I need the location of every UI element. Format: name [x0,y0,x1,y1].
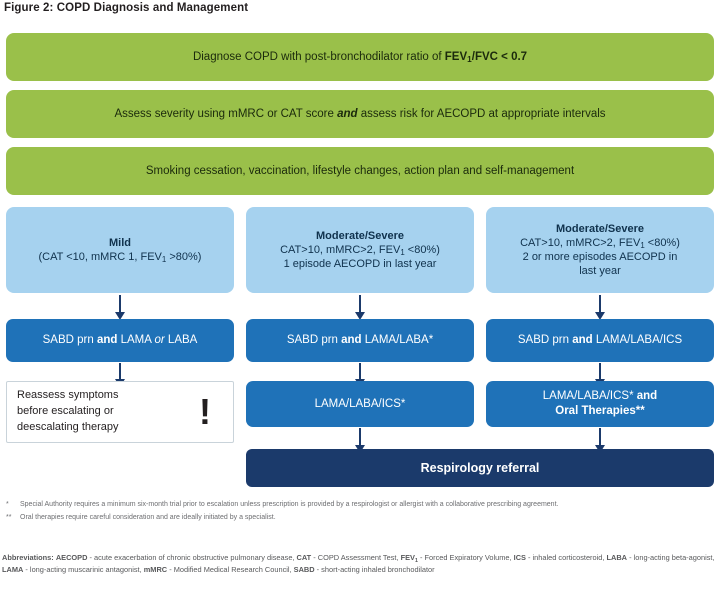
respirology-referral-label: Respirology referral [420,461,540,475]
treatment-text-mild: SABD prn and LAMA or LABA [42,334,198,347]
escalation-box-moderate-2episodes: LAMA/LABA/ICS* and Oral Therapies** [486,381,714,427]
escalation-text-moderate-2episodes: LAMA/LABA/ICS* and Oral Therapies** [543,389,657,418]
arrow-mild-to-reassess [115,363,125,387]
arrow-moderate2-to-referral [595,428,605,453]
step-assess-box: Assess severity using mMRC or CAT score … [6,90,714,138]
abbreviations-block: Abbreviations: AECOPD - acute exacerbati… [2,552,718,576]
abbreviation-definition: - inhaled corticosteroid, [525,553,607,562]
escalation-line-1: LAMA/LABA/ICS* and [542,390,658,403]
severity-title-mild: Mild [108,236,131,249]
abbreviation-definition: - long-acting muscarinic antagonist, [23,564,144,574]
severity-episodes-moderate-1episode: 1 episode AECOPD in last year [283,258,437,271]
footnotes: * Special Authority requires a minimum s… [6,500,712,526]
arrow-moderate2-to-treatment [595,295,605,320]
severity-box-moderate-1episode: Moderate/Severe CAT>10, mMRC>2, FEV1 <80… [246,207,474,293]
assess-conjunction: and [337,107,358,120]
severity-criteria-moderate-1episode: CAT>10, mMRC>2, FEV1 <80%) [280,243,440,258]
abbreviation-definition: - acute exacerbation of chronic obstruct… [87,553,297,562]
reassess-line-3: deescalating therapy [17,420,119,433]
fev-subscript: 1 [467,55,472,65]
severity-criteria-moderate-2episodes: CAT>10, mMRC>2, FEV1 <80%) [520,236,680,251]
abbreviation-term: LAMA [2,564,24,574]
step-lifestyle-text: Smoking cessation, vaccination, lifestyl… [145,164,575,177]
abbreviation-definition: - short-acting inhaled bronchodilator [314,564,435,574]
abbreviation-term: CAT [296,553,312,562]
step-diagnose-box: Diagnose COPD with post-bronchodilator r… [6,33,714,81]
severity-episodes-moderate-2episodes-line2: last year [579,265,621,278]
fev-fvc-emphasis: FEV1/FVC < 0.7 [444,50,528,65]
treatment-box-mild: SABD prn and LAMA or LABA [6,319,234,362]
fev-subscript: 1 [414,557,418,564]
severity-criteria-mild: (CAT <10, mMRC 1, FEV1 >80%) [38,251,202,265]
footnote-marker: * [6,501,9,508]
reassess-line-1: Reassess symptoms [17,389,119,402]
severity-title-moderate-2episodes: Moderate/Severe [555,222,645,235]
footnote-text: Oral therapies require careful considera… [20,513,276,521]
arrow-mild-to-treatment [115,295,125,320]
abbreviation-definition: - long-acting beta-agonist, [627,553,715,562]
abbreviation-term: LABA [606,553,628,562]
abbreviations-list: AECOPD - acute exacerbation of chronic o… [2,553,715,574]
severity-box-mild: Mild (CAT <10, mMRC 1, FEV1 >80%) [6,207,234,293]
abbreviation-term: AECOPD [55,553,88,562]
reassess-text: Reassess symptoms before escalating or d… [17,388,119,436]
respirology-referral-box: Respirology referral [246,449,714,487]
treatment-text-moderate-2episodes: SABD prn and LAMA/LABA/ICS [517,334,683,347]
treatment-box-moderate-1episode: SABD prn and LAMA/LABA* [246,319,474,362]
page-title: Figure 2: COPD Diagnosis and Management [4,2,249,14]
reassess-box: Reassess symptoms before escalating or d… [6,381,234,443]
abbreviation-term: SABD [293,564,315,574]
abbreviation-definition: - Forced Expiratory Volume, [417,553,514,562]
severity-box-moderate-2episodes: Moderate/Severe CAT>10, mMRC>2, FEV1 <80… [486,207,714,293]
arrow-moderate1-to-referral [355,428,365,453]
escalation-box-moderate-1episode: LAMA/LABA/ICS* [246,381,474,427]
fev-subscript: 1 [640,241,645,251]
step-lifestyle-box: Smoking cessation, vaccination, lifestyl… [6,147,714,195]
abbreviation-definition: - COPD Assessment Test, [311,553,401,562]
fev-subscript: 1 [161,255,167,265]
step-assess-text: Assess severity using mMRC or CAT score … [114,107,606,120]
footnote-marker: ** [6,513,12,521]
arrow-moderate1-to-treatment [355,295,365,320]
step-diagnose-text: Diagnose COPD with post-bronchodilator r… [192,50,528,65]
fev-subscript: 1 [400,248,405,258]
treatment-box-moderate-2episodes: SABD prn and LAMA/LABA/ICS [486,319,714,362]
footnote-double-asterisk: ** Oral therapies require careful consid… [6,513,712,524]
escalation-text-moderate-1episode: LAMA/LABA/ICS* [314,397,406,410]
severity-title-moderate-1episode: Moderate/Severe [315,229,405,242]
escalation-line-2: Oral Therapies** [555,405,645,417]
reassess-line-2: before escalating or [17,405,114,418]
abbreviation-definition: - Modified Medical Research Council, [167,564,294,574]
treatment-text-moderate-1episode: SABD prn and LAMA/LABA* [286,334,434,347]
arrow-moderate1-to-escalation [355,363,365,387]
abbreviation-term: ICS [513,553,526,562]
footnote-text: Special Authority requires a minimum six… [20,501,559,508]
abbreviation-term: mMRC [143,564,168,574]
arrow-moderate2-to-escalation [595,363,605,387]
exclamation-icon: ! [199,390,211,432]
footnote-single-asterisk: * Special Authority requires a minimum s… [6,500,712,511]
abbreviation-term: FEV1 [400,553,418,564]
severity-episodes-moderate-2episodes-line1: 2 or more episodes AECOPD in [522,251,678,263]
abbreviations-heading: Abbreviations: [2,553,54,562]
